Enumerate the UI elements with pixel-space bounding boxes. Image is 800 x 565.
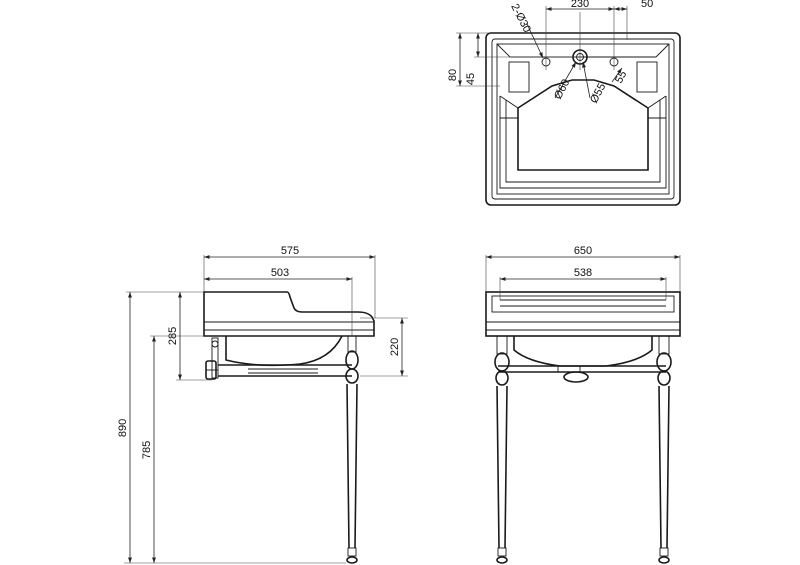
plan-view	[456, 6, 681, 206]
dim-side-overall-depth: 575	[281, 245, 299, 257]
dim-front-bowl-width: 538	[574, 267, 592, 279]
dim-plan-tap-holes: 2-Ø30	[508, 2, 533, 35]
dim-plan-depth-outer: 80	[447, 69, 459, 81]
front-view	[485, 255, 681, 564]
dim-plan-depth-inner: 45	[465, 73, 477, 85]
dim-front-overall-width: 650	[574, 245, 592, 257]
dim-plan-hole-offset: 50	[641, 0, 653, 10]
dim-side-bowl-depth: 503	[271, 267, 289, 279]
dim-side-rim-height: 785	[141, 441, 153, 459]
dim-side-total-height: 890	[117, 419, 129, 437]
dim-plan-hole-spacing: 230	[571, 0, 589, 10]
dim-side-basin-height: 285	[167, 327, 179, 345]
dim-plan-radius: 55	[613, 69, 629, 85]
dim-plan-waste-inner: Ø55	[588, 81, 608, 105]
side-view	[124, 255, 408, 564]
dim-side-bowl-height: 220	[389, 338, 401, 356]
